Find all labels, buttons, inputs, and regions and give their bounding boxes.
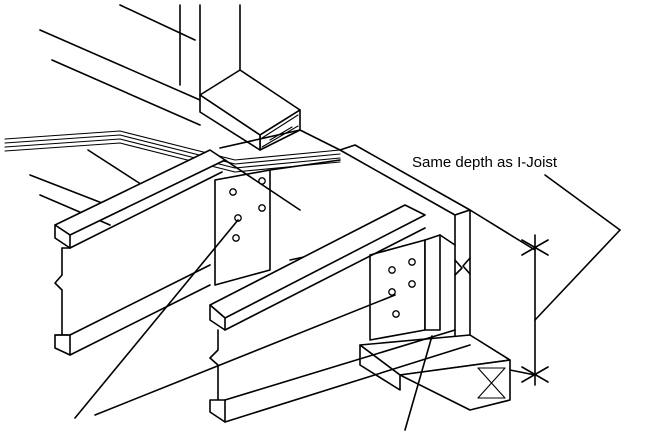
depth-dimension xyxy=(469,209,549,386)
top-plate-block xyxy=(199,69,301,151)
backer-block xyxy=(424,234,456,331)
sill-plate xyxy=(359,334,511,411)
left-filler-block xyxy=(214,169,271,286)
background-wall-framing xyxy=(39,4,241,126)
depth-annotation-label: Same depth as I-Joist xyxy=(412,154,558,171)
right-filler-block xyxy=(369,239,426,341)
floor-sheathing xyxy=(4,129,341,173)
leader-lines xyxy=(74,174,621,431)
left-i-joist xyxy=(54,149,226,356)
front-i-joist xyxy=(209,204,471,423)
